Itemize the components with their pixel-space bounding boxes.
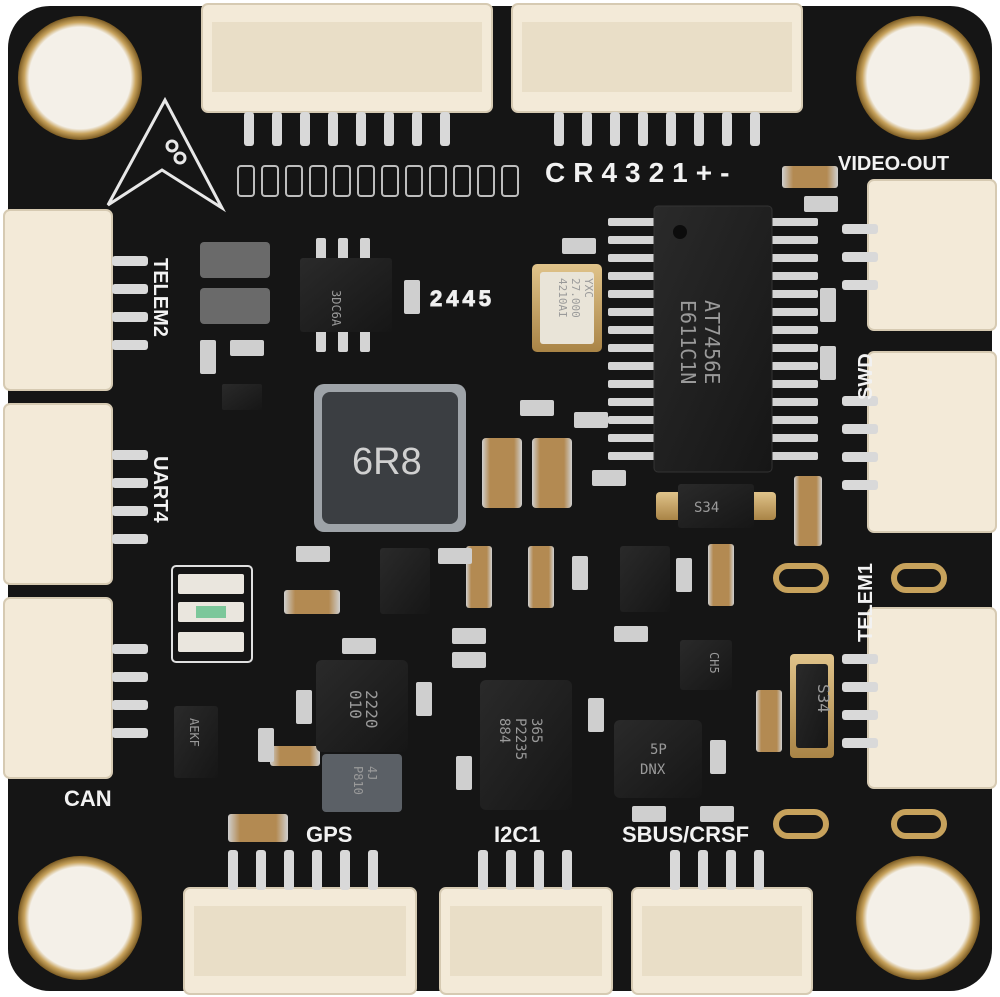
diode-marking-center: S34 (694, 500, 719, 516)
crystal-marking-line3: 4210AI (556, 278, 569, 318)
crystal-oscillator (532, 264, 602, 352)
label-telem1: TELEM1 (855, 563, 877, 642)
label-i2c1: I2C1 (494, 822, 540, 847)
crystal-marking-line2: 27.000 (569, 278, 582, 318)
mosfet-marking: 3DC6A (329, 290, 343, 327)
osd-chip (608, 205, 818, 473)
mosfet-top (300, 238, 392, 352)
sot-left-marking: AEKF (187, 718, 201, 747)
crystal-marking-line1: YXC (582, 278, 595, 298)
sp-marking-line1: 5P (650, 742, 667, 758)
label-can: CAN (64, 786, 112, 811)
osd-marking-line2: E611C1N (676, 300, 700, 384)
sp-marking-line2: DNX (640, 762, 666, 778)
reg-a-marking-line2: 010 (346, 690, 365, 719)
reg-b-marking-line1: 4J (365, 766, 379, 780)
diode-marking-right: S34 (814, 684, 833, 713)
qfn-marking-line1: 365 (528, 718, 544, 743)
label-uart4: UART4 (149, 456, 171, 524)
inductor-marking: 6R8 (352, 441, 422, 483)
pad-row (237, 165, 519, 197)
mounting-holes (18, 16, 980, 980)
right-connectors (842, 179, 997, 789)
small-ics (174, 384, 732, 812)
sot-mid-marking: CH5 (707, 652, 721, 674)
qfn-marking-line3: 884 (496, 718, 512, 743)
oval-pads (773, 563, 947, 839)
label-gps: GPS (306, 822, 352, 847)
label-sbus-crsf: SBUS/CRSF (622, 822, 749, 847)
label-telem2: TELEM2 (149, 258, 171, 337)
passive-components (200, 196, 838, 822)
label-video-out: VIDEO-OUT (838, 153, 949, 175)
reg-a-marking-line1: 2220 (362, 690, 381, 729)
schottky-diodes (656, 484, 834, 758)
capacitors (200, 166, 838, 842)
brand-logo (106, 96, 226, 213)
reg-b-marking-line2: P810 (351, 766, 365, 795)
top-connectors (201, 3, 803, 146)
osd-marking-line1: AT7456E (700, 300, 724, 384)
qfn-marking-line2: P2235 (512, 718, 528, 760)
date-code: 2445 (430, 286, 495, 311)
label-swd: SWD (855, 353, 877, 400)
left-connectors (3, 209, 148, 779)
board-name: CR4321+- (545, 157, 737, 188)
power-inductor (314, 384, 466, 532)
status-leds (171, 565, 253, 663)
bottom-connectors (183, 850, 813, 995)
